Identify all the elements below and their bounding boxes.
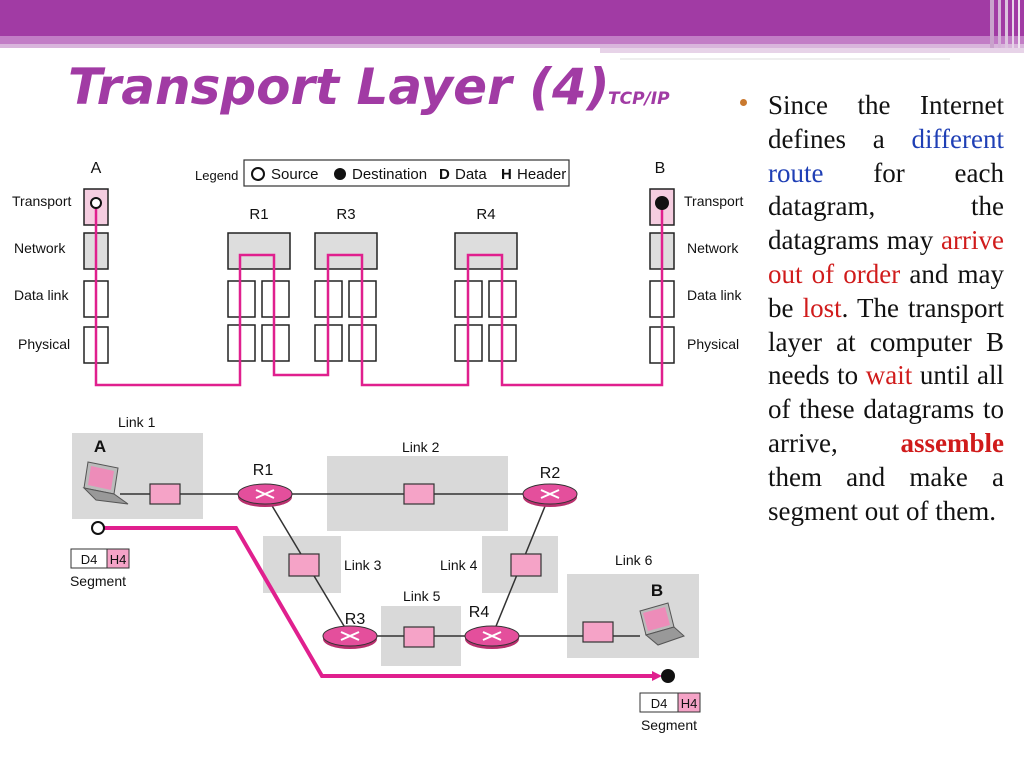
- segment-label-left: Segment: [70, 573, 126, 589]
- frame-boxes: [149, 483, 614, 648]
- legend-destination: Destination: [352, 166, 427, 183]
- layer-label-network-right: Network: [687, 240, 739, 256]
- layer-label-transport-left: Transport: [12, 193, 72, 209]
- segment-arrowhead: [652, 671, 662, 681]
- layer-label-transport-right: Transport: [684, 193, 744, 209]
- highlight-assemble: assemble: [900, 427, 1005, 458]
- router-r3-label-bottom: R3: [345, 611, 366, 628]
- segment-d4-right: D4: [651, 696, 668, 711]
- router-r2-label: R2: [540, 465, 561, 482]
- legend-title: Legend: [195, 168, 238, 183]
- legend-source: Source: [271, 166, 319, 183]
- router-r1: [237, 483, 293, 507]
- layer-label-network-left: Network: [14, 240, 66, 256]
- highlight-arrive-out-of-order: arrive out of order: [768, 225, 1004, 289]
- link-6-label: Link 6: [615, 552, 653, 568]
- slide-title: Transport Layer (4): [68, 58, 610, 116]
- router-r4-label: R4: [476, 206, 495, 223]
- link-5-label: Link 5: [403, 588, 441, 604]
- network-topology-diagram: Link 1 Link 2 Link 3 Link 4 Link 5 Link …: [70, 414, 701, 733]
- host-a-label: A: [91, 160, 102, 177]
- link-3-label: Link 3: [344, 557, 382, 573]
- legend-d-label: Data: [455, 166, 487, 183]
- header-bar: [0, 0, 1024, 48]
- legend-d-key: D: [439, 166, 450, 183]
- bullet-text: Since the Internet defines a different r…: [768, 89, 1004, 528]
- host-b-label: B: [655, 160, 666, 177]
- segment-h4-right: H4: [681, 696, 698, 711]
- router-r1-stack: [227, 232, 291, 362]
- bullet-part-1: Since the Internet defines a: [768, 90, 1004, 154]
- router-r4: [464, 625, 520, 649]
- link-4-label: Link 4: [440, 557, 478, 573]
- segment-tag-destination: D4 H4 Segment: [639, 692, 701, 733]
- layer-label-datalink-right: Data link: [687, 287, 742, 303]
- legend-h-label: Header: [517, 166, 566, 183]
- slide-subtitle: TCP/IP: [608, 89, 670, 109]
- segment-path: [104, 526, 655, 678]
- bullet-part-6: them and make a segment out of them.: [768, 461, 1004, 526]
- source-marker: [90, 197, 102, 209]
- segment-label-right: Segment: [641, 717, 697, 733]
- destination-marker: [655, 196, 669, 210]
- host-b-label-bottom: B: [651, 581, 663, 600]
- segment-tag-source: D4 H4 Segment: [70, 548, 130, 589]
- router-r3-stack: [314, 232, 378, 362]
- laptop-b-icon: [639, 602, 685, 646]
- destination-marker-bottom: [661, 669, 675, 683]
- router-r4-stack: [454, 232, 518, 362]
- bullet-part-2: for each datagram, the datagrams may: [768, 157, 1004, 256]
- router-r1-label: R1: [249, 206, 268, 223]
- highlight-wait: wait: [865, 360, 913, 391]
- laptop-a-icon: [82, 461, 129, 505]
- source-icon: [251, 167, 265, 181]
- layer-path-diagram: A B Transport Network Data link Physical…: [12, 159, 744, 387]
- router-r4-label-bottom: R4: [469, 604, 490, 621]
- link-6-area: [567, 574, 699, 658]
- destination-icon: [334, 168, 346, 180]
- bullet-marker: [740, 99, 747, 106]
- router-r2: [522, 483, 578, 507]
- segment-d4-left: D4: [81, 552, 98, 567]
- host-a-label-bottom: A: [94, 437, 106, 456]
- legend-h-key: H: [501, 166, 512, 183]
- packet-path-top: [94, 205, 664, 387]
- source-marker-bottom: [91, 521, 105, 535]
- router-r1-label-bottom: R1: [253, 462, 274, 479]
- layer-label-physical-right: Physical: [687, 336, 739, 352]
- layer-label-datalink-left: Data link: [14, 287, 69, 303]
- link-2-label: Link 2: [402, 439, 440, 455]
- bullet-part-3: and may be: [768, 258, 1004, 323]
- layer-label-physical-left: Physical: [18, 336, 70, 352]
- highlight-different-route: different route: [768, 123, 1004, 188]
- router-r3: [322, 625, 378, 649]
- header-bar-decoration: [600, 48, 1024, 60]
- highlight-lost: lost: [802, 292, 842, 323]
- legend: Legend Source Destination D Data H Heade…: [195, 159, 570, 187]
- bullet-part-5: until all of these datagrams to arrive,: [768, 360, 1004, 458]
- segment-h4-left: H4: [110, 552, 127, 567]
- bullet-part-4: . The transport layer at computer B need…: [768, 292, 1004, 391]
- link-1-label: Link 1: [118, 414, 156, 430]
- router-r3-label: R3: [336, 206, 355, 223]
